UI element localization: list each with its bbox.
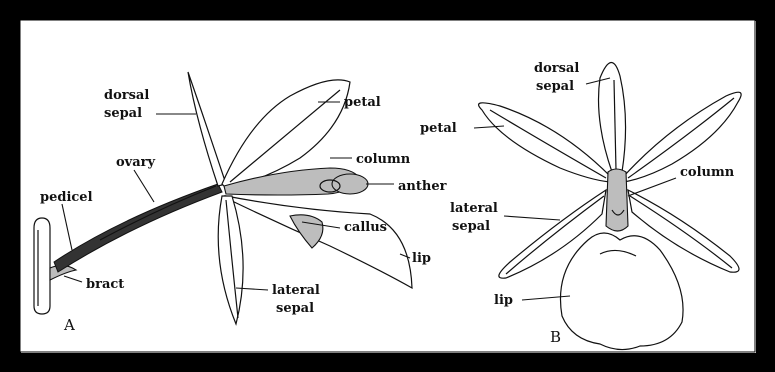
anther-a [332, 174, 368, 194]
label-a-dorsal-sepal-1: dorsal [104, 88, 149, 103]
label-a-pedicel: pedicel [40, 190, 93, 205]
label-a-lateral-sepal-2: sepal [276, 301, 314, 316]
label-b-dorsal-sepal-2: sepal [536, 79, 574, 94]
pedicel-stalk [34, 218, 50, 314]
label-b-dorsal-sepal-1: dorsal [534, 61, 579, 76]
label-a-lateral-sepal-1: lateral [272, 283, 320, 298]
label-b-lip: lip [494, 293, 513, 308]
label-a-bract: bract [86, 277, 124, 292]
label-a-lip: lip [412, 251, 431, 266]
label-a-anther: anther [398, 179, 447, 194]
label-a-column: column [356, 152, 411, 167]
panel-a-letter: A [63, 316, 75, 334]
label-b-lateral-sepal-1: lateral [450, 201, 498, 216]
label-a-petal: petal [344, 95, 381, 110]
label-b-lateral-sepal-2: sepal [452, 219, 490, 234]
panel-b-letter: B [550, 328, 561, 346]
label-a-ovary: ovary [116, 155, 155, 170]
column-b [606, 169, 628, 231]
label-a-callus: callus [344, 220, 387, 235]
label-b-petal: petal [420, 121, 457, 136]
label-b-column: column [680, 165, 735, 180]
label-a-dorsal-sepal-2: sepal [104, 106, 142, 121]
